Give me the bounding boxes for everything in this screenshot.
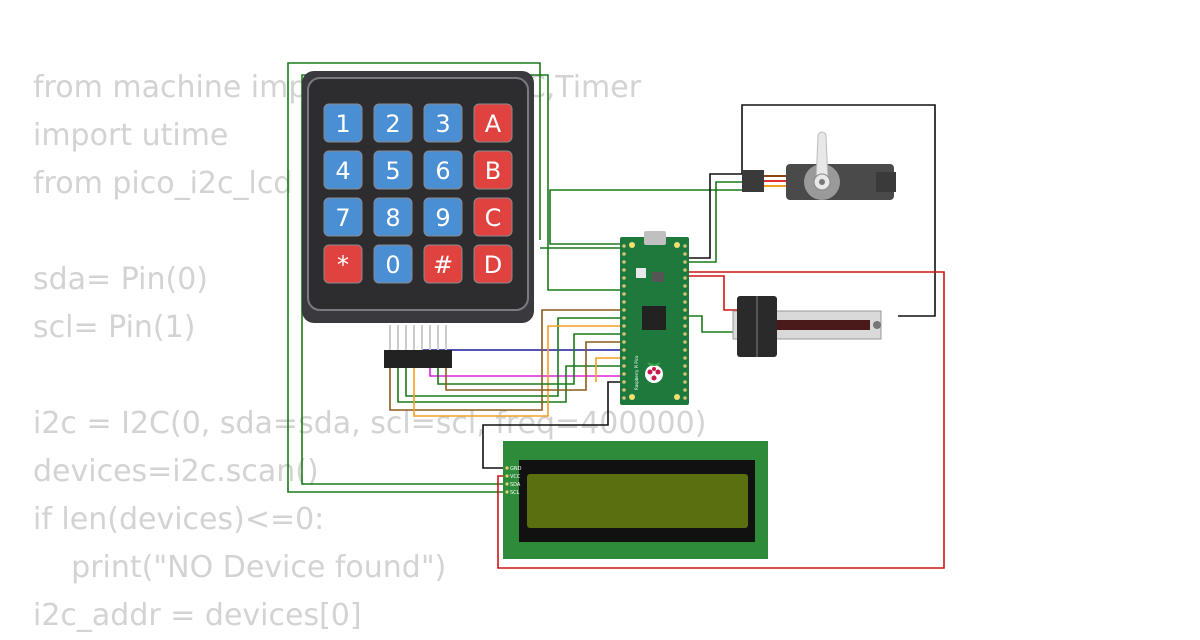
keypad-key-6[interactable]: 6 xyxy=(423,150,463,190)
keypad-key-2[interactable]: 2 xyxy=(373,103,413,143)
keypad-key-label: 1 xyxy=(335,110,350,138)
wire-green-outer[interactable] xyxy=(287,62,541,493)
wire-green-k3[interactable] xyxy=(437,333,622,385)
code-line: sda= Pin(0) xyxy=(33,262,209,297)
code-line: print("NO Device found") xyxy=(33,550,447,585)
wire-green-servo[interactable] xyxy=(549,189,742,245)
pico-board: Raspberry Pi Pico xyxy=(620,231,689,405)
lcd-pin-sda: SDA xyxy=(510,482,521,488)
pico-label: Raspberry Pi Pico xyxy=(634,355,639,390)
servo-motor xyxy=(742,131,896,200)
keypad-key-B[interactable]: B xyxy=(473,150,513,190)
wire-black-servo[interactable] xyxy=(688,173,742,259)
keypad-key-label: 0 xyxy=(385,251,400,279)
keypad-key-label: B xyxy=(485,157,501,185)
keypad-key-label: 8 xyxy=(385,204,400,232)
keypad-key-label: A xyxy=(485,110,502,138)
code-line: i2c = I2C(0, sda=sda, scl=scl, freq=4000… xyxy=(33,406,707,441)
wire-green-k2[interactable] xyxy=(405,317,622,397)
lcd-screen xyxy=(527,474,748,528)
wire-red-pot[interactable] xyxy=(688,275,740,311)
keypad-key-*[interactable]: * xyxy=(323,244,363,284)
keypad-key-label: 5 xyxy=(385,157,400,185)
keypad-key-label: 7 xyxy=(335,204,350,232)
code-line: import utime xyxy=(33,118,229,153)
keypad-key-7[interactable]: 7 xyxy=(323,197,363,237)
keypad-key-A[interactable]: A xyxy=(473,103,513,143)
pico-pins xyxy=(622,244,687,400)
wire-black-lcd[interactable] xyxy=(482,381,622,469)
servo-connector xyxy=(742,170,764,192)
wire-red-power[interactable] xyxy=(497,271,945,569)
servo-horn xyxy=(815,131,829,183)
keypad-key-label: C xyxy=(485,204,502,232)
keypad-key-C[interactable]: C xyxy=(473,197,513,237)
wire-brown-k1[interactable] xyxy=(389,309,622,411)
keypad-key-5[interactable]: 5 xyxy=(373,150,413,190)
wire-orange-k[interactable] xyxy=(413,325,622,417)
keypad: 1 2 3 A 4 5 6 B 7 8 9 C * 0 # D xyxy=(302,71,534,368)
wire-black-pot[interactable] xyxy=(741,104,936,317)
keypad-key-3[interactable]: 3 xyxy=(423,103,463,143)
keypad-key-8[interactable]: 8 xyxy=(373,197,413,237)
lcd-pins: GND VCC SDA SCL xyxy=(505,466,522,496)
wire-brown-k2[interactable] xyxy=(445,341,622,391)
wire-green-k1[interactable] xyxy=(397,365,622,403)
keypad-key-label: 2 xyxy=(385,110,400,138)
raspberry-logo-icon xyxy=(645,362,663,383)
usb-port xyxy=(644,231,666,245)
keypad-key-label: D xyxy=(484,251,502,279)
wire-pink[interactable] xyxy=(429,368,622,377)
lcd-pin-vcc: VCC xyxy=(510,474,521,480)
keypad-key-1[interactable]: 1 xyxy=(323,103,363,143)
code-line: i2c_addr = devices[0] xyxy=(33,598,362,633)
wire-green-pot[interactable] xyxy=(688,315,740,333)
keypad-key-D[interactable]: D xyxy=(473,244,513,284)
slide-potentiometer xyxy=(732,296,882,357)
keypad-keys: 1 2 3 A 4 5 6 B 7 8 9 C * 0 # D xyxy=(323,103,513,284)
keypad-connector xyxy=(384,325,452,368)
keypad-key-label: 3 xyxy=(435,110,450,138)
wire-orange-k2[interactable] xyxy=(595,357,622,382)
lcd-display: GND VCC SDA SCL xyxy=(503,441,768,559)
keypad-frame xyxy=(307,77,529,311)
keypad-key-label: 6 xyxy=(435,157,450,185)
keypad-key-4[interactable]: 4 xyxy=(323,150,363,190)
keypad-key-#[interactable]: # xyxy=(423,244,463,284)
wire-green-servo-2[interactable] xyxy=(688,181,742,263)
keypad-key-label: 9 xyxy=(435,204,450,232)
code-line: scl= Pin(1) xyxy=(33,310,196,345)
code-line: devices=i2c.scan() xyxy=(33,454,319,489)
keypad-key-label: 4 xyxy=(335,157,350,185)
keypad-key-label: # xyxy=(433,251,453,279)
keypad-key-9[interactable]: 9 xyxy=(423,197,463,237)
lcd-pin-scl: SCL xyxy=(510,490,520,496)
pico-chip xyxy=(642,306,666,330)
lcd-pin-gnd: GND xyxy=(510,466,522,472)
keypad-key-label: * xyxy=(337,251,349,279)
keypad-key-0[interactable]: 0 xyxy=(373,244,413,284)
code-line: if len(devices)<=0: xyxy=(33,502,325,537)
